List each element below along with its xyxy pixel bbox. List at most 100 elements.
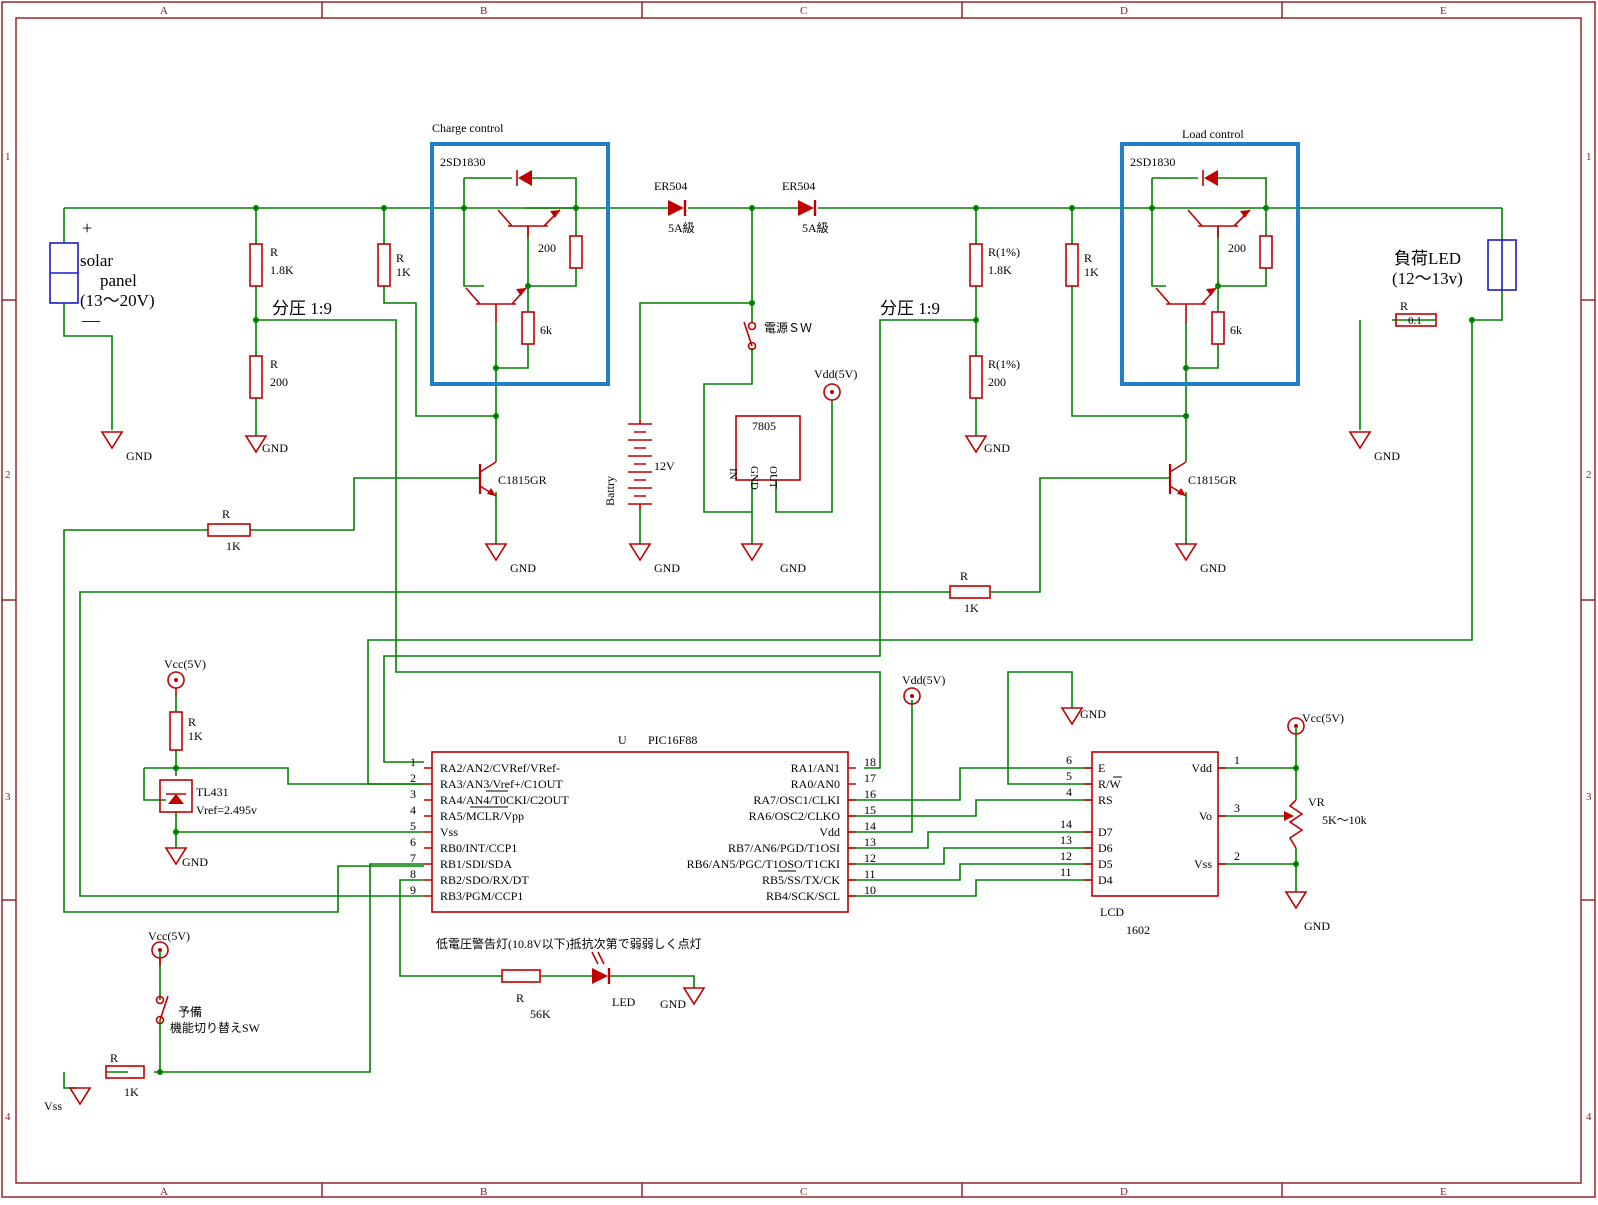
pic-pin-num-15: 15: [864, 803, 876, 817]
lcd-pin-name-d4: D4: [1098, 873, 1113, 887]
pic-pin-num-2: 2: [410, 771, 416, 785]
ground-symbols: [68, 431, 1372, 1106]
pic-pin-name-8: RB2/SDO/RX/DT: [440, 873, 529, 887]
charge-control-label: Charge control: [432, 121, 504, 135]
tl431-label: TL431: [196, 785, 229, 799]
pic-pin-num-14: 14: [864, 819, 876, 833]
gnd-label-8: GND: [1374, 449, 1400, 463]
lcd-pin-num-12: 12: [1060, 849, 1072, 863]
pic-right-pins: 18 17 16 15 14 13 12 11 10 RA1/AN1 RA0/A…: [687, 755, 876, 903]
pic-pin-num-17: 17: [864, 771, 876, 785]
gnd-label-3: GND: [510, 561, 536, 575]
diode1-label: ER504: [654, 179, 687, 193]
frame-col-c-bottom: C: [800, 1186, 807, 1198]
regulator-7805: [735, 415, 801, 481]
solar-label-2: panel: [100, 271, 137, 290]
lcd-pin-num-4: 4: [1066, 785, 1072, 799]
vcc-label-tl431: Vcc(5V): [164, 657, 206, 671]
vcc-label-switch: Vcc(5V): [148, 929, 190, 943]
r8-ref: R: [960, 569, 968, 583]
lcd-pin-num-13: 13: [1060, 833, 1072, 847]
solar-label-3: (13～20V): [80, 291, 155, 310]
load-control-label: Load control: [1182, 127, 1244, 141]
lcd-pin-name-rs: RS: [1098, 793, 1113, 807]
lcd-pin-name-vss: Vss: [1194, 857, 1212, 871]
wiring: [63, 177, 1503, 1089]
r11-value: 1K: [124, 1085, 139, 1099]
battery-voltage: 12V: [654, 459, 675, 473]
charge-bias-200-label: 200: [538, 241, 556, 255]
pic-pin-name-2: RA3/AN3/Vref+/C1OUT: [440, 777, 563, 791]
pic-ref: U: [618, 733, 627, 747]
load-bias-6k-label: 6k: [1230, 323, 1242, 337]
load-darlington-symbol: [1155, 170, 1273, 345]
pic-pin-name-16: RA7/OSC1/CLKI: [753, 793, 840, 807]
gnd-label-9: GND: [1080, 707, 1106, 721]
frame-row-2-right: 2: [1586, 469, 1592, 481]
pic-pin-num-7: 7: [410, 851, 416, 865]
r9-ref: R: [188, 715, 196, 729]
lcd-pin-num-11: 11: [1060, 865, 1072, 879]
gnd-label-7: GND: [1200, 561, 1226, 575]
lcd-pin-name-vdd: Vdd: [1191, 761, 1212, 775]
regulator-in: IN: [727, 468, 739, 480]
lcd-pin-name-vo: Vo: [1199, 809, 1212, 823]
er504-diodes: [668, 200, 817, 216]
warning-led-note: 低電圧警告灯(10.8V以下)抵抗次第で弱弱しく点灯: [436, 936, 702, 951]
lcd-1602-module: [1091, 751, 1219, 897]
r1-ref: R: [270, 245, 278, 259]
power-terminal-symbols: [151, 383, 1305, 966]
pic-pin-num-12: 12: [864, 851, 876, 865]
warning-led-label: LED: [612, 995, 636, 1009]
gnd-label-10: GND: [182, 855, 208, 869]
frame-col-a-bottom: A: [160, 1186, 168, 1198]
lcd-pin-num-5: 5: [1066, 769, 1072, 783]
regulator-label: 7805: [752, 419, 776, 433]
diode2-rating: 5A級: [802, 221, 829, 235]
pic-pin-name-13: RB7/AN6/PGD/T1OSI: [728, 841, 840, 855]
pic16f88-chip: [431, 751, 849, 913]
pic-pin-num-13: 13: [864, 835, 876, 849]
r5-value: 200: [988, 375, 1006, 389]
charge-darlington-symbol: [465, 170, 583, 345]
npn-charge-symbol: [478, 461, 497, 497]
load-led-label-2: (12～13v): [1392, 269, 1463, 288]
pic-pin-name-12: RB6/AN5/PGC/T1OSO/T1CKI: [687, 857, 840, 871]
solar-label-1: solar: [80, 251, 113, 270]
pic-pin-name-9: RB3/PGM/CCP1: [440, 889, 523, 903]
lcd-pin-num-1: 1: [1234, 753, 1240, 767]
frame-row-3-right: 3: [1586, 791, 1592, 803]
pic-pin-name-7: RB1/SDI/SDA: [440, 857, 512, 871]
spare-switch-symbol[interactable]: [155, 995, 169, 1025]
frame-row-4-left: 4: [5, 1111, 11, 1123]
contrast-potentiometer[interactable]: [1284, 799, 1304, 849]
r11-ref: R: [110, 1051, 118, 1065]
power-switch-symbol[interactable]: [743, 321, 757, 351]
frame-row-2-left: 2: [5, 469, 11, 481]
battery-label: Battry: [603, 476, 617, 506]
vcc-label-lcd: Vcc(5V): [1302, 711, 1344, 725]
pic-pin-name-14: Vdd: [819, 825, 840, 839]
vss-label: Vss: [44, 1099, 62, 1113]
gnd-label-1: GND: [126, 449, 152, 463]
diode2-label: ER504: [782, 179, 815, 193]
lcd-pin-name-d7: D7: [1098, 825, 1113, 839]
pic-pin-name-1: RA2/AN2/CVRef/VRef-: [440, 761, 560, 775]
lcd-pin-name-rw: R/W: [1098, 777, 1121, 791]
pic-pin-name-5: Vss: [440, 825, 458, 839]
pic-pin-num-16: 16: [864, 787, 876, 801]
r10-value: 56K: [530, 1007, 551, 1021]
npn-load-label: C1815GR: [1188, 473, 1237, 487]
r2-ref: R: [270, 357, 278, 371]
regulator-gnd: GND: [748, 466, 760, 490]
charge-bias-6k-label: 6k: [540, 323, 552, 337]
frame-row-4-right: 4: [1586, 1111, 1592, 1123]
frame-col-d-bottom: D: [1120, 1186, 1128, 1198]
lcd-pin-name-d6: D6: [1098, 841, 1113, 855]
pic-pin-name-18: RA1/AN1: [791, 761, 840, 775]
pic-pin-name-4: RA5/MCLR/Vpp: [440, 809, 524, 823]
pic-pin-num-18: 18: [864, 755, 876, 769]
lcd-pin-num-2: 2: [1234, 849, 1240, 863]
